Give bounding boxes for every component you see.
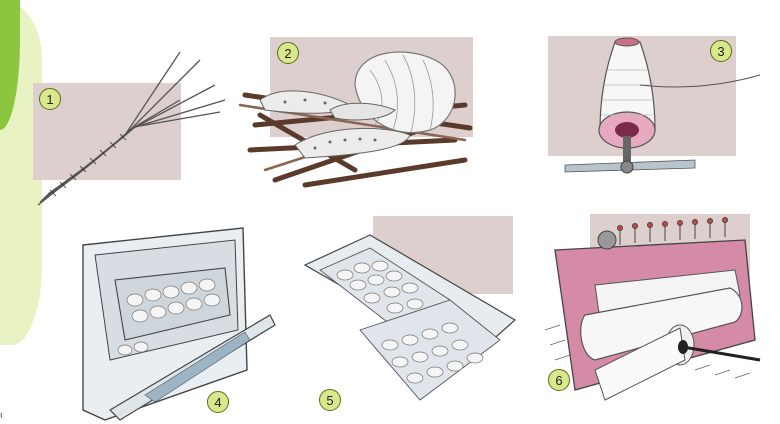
silk-thread-drawing: [37, 51, 226, 206]
step-badge-3: 3: [710, 40, 732, 62]
oven-drawing: [82, 227, 276, 421]
illustration-silkworms: 2: [235, 30, 480, 205]
step-badge-4: 4: [207, 391, 229, 413]
cocoon-trays-drawing: [303, 234, 517, 401]
illustration-silk-thread: 1: [30, 30, 230, 220]
step-badge-1: 1: [39, 88, 61, 110]
step-badge-5: 5: [319, 389, 341, 411]
illustration-silk-spool: 3: [545, 30, 770, 200]
step-badge-6: 6: [548, 369, 570, 391]
illustration-weaving-machine: 6: [535, 210, 775, 410]
weaving-machine-drawing: [544, 217, 761, 401]
edge-mark: ı: [0, 410, 3, 420]
step-badge-2: 2: [277, 42, 299, 64]
silk-spool-drawing: [564, 37, 761, 174]
decorative-side-band-accent: [0, 0, 20, 130]
illustration-oven-cocoons: 4: [75, 220, 280, 421]
illustration-cocoon-trays: 5: [300, 210, 520, 420]
silkworms-drawing: [238, 51, 473, 188]
